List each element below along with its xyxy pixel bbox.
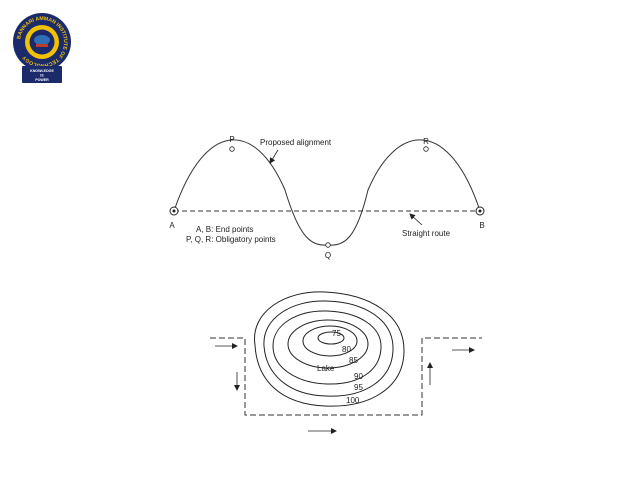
obligatory-point-p-marker	[229, 146, 235, 152]
straight-route-label: Straight route	[402, 229, 451, 238]
contour-label-90: 90	[354, 372, 363, 381]
alignment-diagram: A B P Q R Proposed alignment Straight ro…	[169, 135, 484, 260]
contour-80	[302, 325, 358, 357]
obligatory-point-q-marker	[325, 242, 331, 248]
contour-75	[317, 331, 345, 345]
institute-logo: BANNARI AMMAN INSTITUTE OF TECHNOLOGY KN…	[13, 13, 71, 83]
proposed-alignment-label: Proposed alignment	[260, 138, 332, 147]
point-r-label: R	[423, 137, 429, 146]
logo-plaque-line3: POWER	[35, 78, 49, 82]
proposed-alignment-pointer	[269, 149, 279, 164]
logo-plaque	[22, 66, 62, 83]
contour-label-100: 100	[346, 396, 360, 405]
logo-emblem	[34, 35, 50, 45]
logo-plaque-line2: IS	[40, 74, 44, 78]
contour-label-95: 95	[354, 383, 363, 392]
contour-label-85: 85	[349, 356, 358, 365]
point-b-label: B	[479, 221, 484, 230]
contour-95	[263, 300, 394, 397]
obligatory-point-r-marker	[423, 146, 429, 152]
lake-diagram: 75 80 85 90 95 100 Lake	[210, 291, 482, 434]
contour-label-75: 75	[332, 329, 341, 338]
contour-label-80: 80	[342, 345, 351, 354]
point-p-label: P	[229, 135, 234, 144]
point-q-label: Q	[325, 251, 331, 260]
contour-90	[272, 310, 382, 385]
point-a-label: A	[169, 221, 175, 230]
contour-85	[287, 319, 369, 369]
logo-plaque-line1: KNOWLEDGE	[30, 69, 54, 73]
detour-route-dashed	[210, 337, 482, 416]
legend-obligatory-points: P, Q, R: Obligatory points	[186, 235, 276, 244]
contour-100	[254, 291, 405, 407]
lake-label: Lake	[317, 364, 335, 373]
legend-end-points: A, B: End points	[196, 225, 253, 234]
straight-route-pointer	[409, 213, 423, 226]
